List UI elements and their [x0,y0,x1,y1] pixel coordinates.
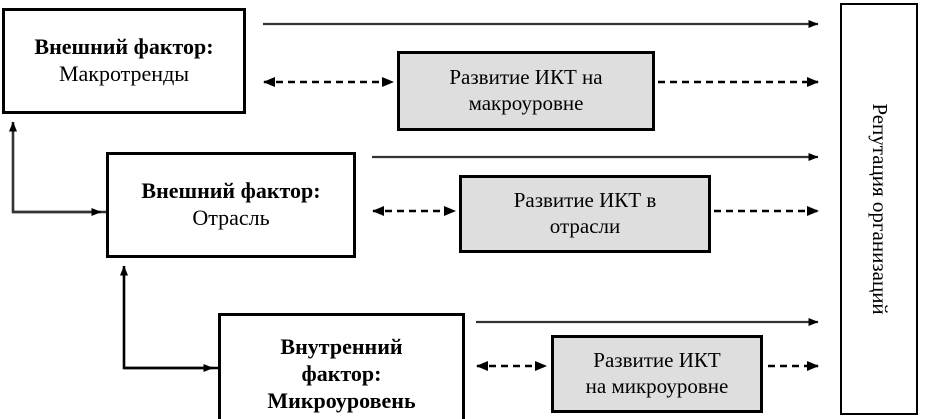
node-ict-industry[interactable]: Развитие ИКТ в отрасли [459,175,711,253]
ict-industry-line2: отрасли [549,214,621,238]
ict-micro-line1: Развитие ИКТ [593,348,721,373]
node-ict-macro[interactable]: Развитие ИКТ на макроуровне [397,51,655,131]
factor-internal-line1: Внутренний [280,334,403,359]
ict-micro-line2: на микроуровне [585,374,729,398]
node-factor-internal[interactable]: Внутренний фактор: Микроуровень [218,313,465,419]
edge-industry-factor-to-macro-factor [9,121,106,216]
ict-industry-line1: Развитие ИКТ в [513,188,657,213]
outcome-label: Репутация организаций [867,103,892,315]
node-outcome-reputation[interactable]: Репутация организаций [840,3,918,415]
node-ict-micro[interactable]: Развитие ИКТ на микроуровне [551,335,763,413]
factor-internal-line2: фактор: [301,360,382,386]
node-factor-industry[interactable]: Внешний фактор: Отрасль [106,152,356,258]
factor-industry-line2: Отрасль [192,205,270,230]
node-factor-macro[interactable]: Внешний фактор: Макротренды [2,8,246,114]
factor-industry-line1: Внешний фактор: [141,178,321,204]
factor-macro-line1: Внешний фактор: [34,34,214,60]
ict-macro-line2: макроуровне [468,91,584,115]
edge-internal-factor-to-industry-factor [120,265,218,372]
factor-internal-line3: Микроуровень [267,387,416,413]
ict-macro-line1: Развитие ИКТ на [449,65,603,90]
factor-macro-line2: Макротренды [58,61,190,86]
